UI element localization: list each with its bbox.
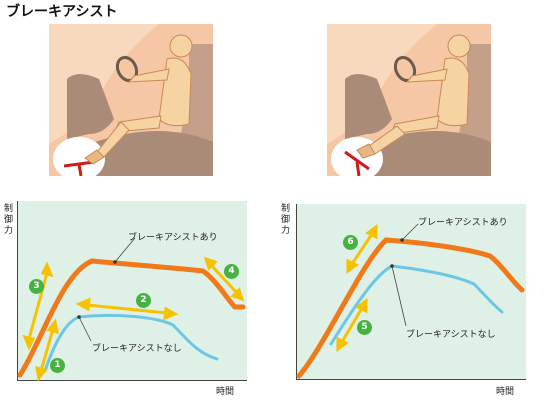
arrow-3: [22, 261, 54, 351]
chart-left: [17, 201, 247, 381]
callout-dot-with-right: [400, 238, 404, 242]
page-title: ブレーキアシスト: [6, 4, 118, 20]
arrow-2: [75, 297, 179, 321]
chart-left-background: [17, 201, 247, 381]
label-with-assist-right: ブレーキアシストあり: [418, 218, 508, 228]
without-assist-curve-right: [329, 264, 504, 346]
callout-line-without-left: [78, 316, 92, 342]
driver-illustration-right: [327, 24, 491, 176]
chart-right-background: [296, 204, 526, 380]
x-axis-label-left: 時間: [216, 387, 235, 397]
label-without-assist-right: ブレーキアシストなし: [406, 330, 496, 340]
callout-dot-with-left: [113, 260, 117, 264]
y-axis-label-right: 制御力: [281, 204, 291, 236]
x-axis-label-right: 時間: [496, 387, 515, 397]
y-axis-label-left: 制御力: [4, 204, 14, 236]
label-with-assist-left: ブレーキアシストあり: [128, 233, 218, 243]
badge-3: 3: [29, 279, 44, 294]
arrow-4: [203, 256, 245, 302]
callout-line-without-right: [391, 265, 407, 327]
callout-line-with-left: [114, 237, 136, 263]
driver-illustration-left: [49, 24, 213, 176]
chart-right: [296, 204, 526, 380]
arrow-1: [35, 318, 59, 381]
without-assist-curve-left: [43, 313, 219, 373]
label-without-assist-left: ブレーキアシストなし: [92, 344, 182, 354]
badge-4: 4: [224, 264, 239, 279]
with-assist-curve-left: [17, 258, 246, 378]
with-assist-curve-right: [296, 237, 525, 379]
badge-1: 1: [50, 358, 65, 373]
arrow-6: [346, 224, 378, 274]
badge-5: 5: [357, 320, 372, 335]
callout-dot-without-left: [77, 315, 81, 319]
badge-6: 6: [343, 235, 358, 250]
callout-line-with-right: [401, 223, 419, 241]
arrow-5: [336, 298, 368, 352]
callout-dot-without-right: [390, 264, 394, 268]
badge-2: 2: [136, 293, 151, 308]
